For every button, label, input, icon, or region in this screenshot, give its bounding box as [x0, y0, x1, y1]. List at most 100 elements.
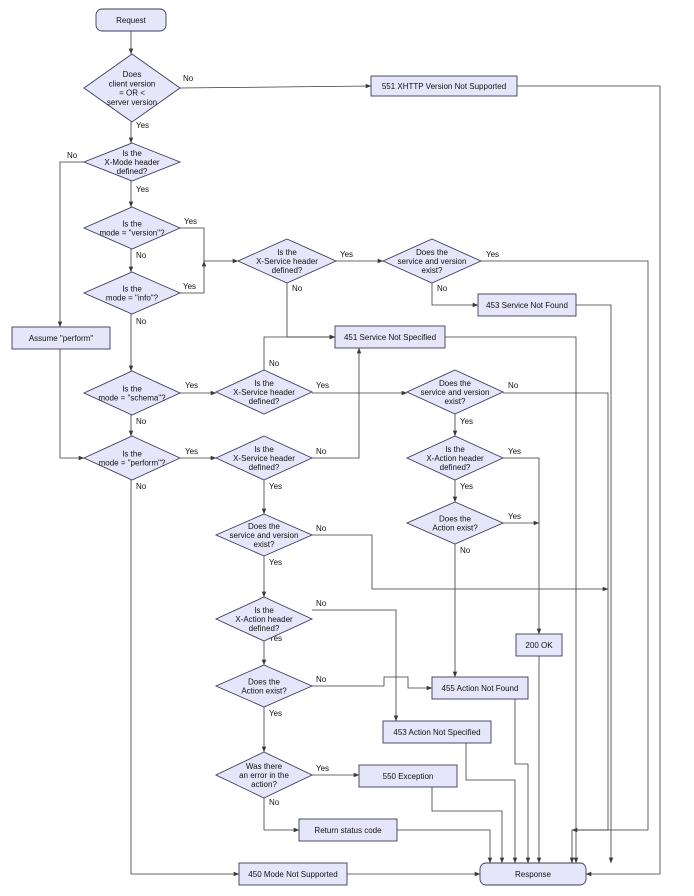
node-label-line: exist?	[445, 397, 466, 406]
edge-label: Yes	[316, 381, 329, 390]
decision-shape	[82, 435, 182, 481]
terminal-shape	[95, 8, 167, 32]
edge-550-to-response	[431, 787, 505, 864]
edge-label: Yes	[269, 558, 282, 567]
edge-label: Yes	[486, 250, 499, 259]
edge-mode_version-to-xsvc1: Yes	[180, 217, 239, 264]
node-label-line: 551 XHTTP Version Not Supported	[382, 82, 506, 91]
edge-label: No	[136, 317, 147, 326]
node-label-line: 455 Action Not Found	[442, 684, 519, 693]
decision-shape	[82, 206, 182, 250]
edge-label: Yes	[508, 512, 521, 521]
edge-xsvc1-to-451: No	[286, 283, 336, 340]
edge-label: Yes	[316, 764, 329, 773]
process-shape	[358, 764, 458, 788]
node-label-line: mode = "info"?	[106, 294, 159, 303]
decision-shape	[214, 435, 314, 481]
edge-label: Yes	[460, 482, 473, 491]
decision-shape	[236, 238, 338, 284]
node-label-line: action?	[251, 780, 277, 789]
process-assume: Assume "perform"	[11, 326, 111, 350]
node-label-line: 550 Exception	[383, 772, 434, 781]
node-label-line: an error in the	[239, 771, 289, 780]
process-453act: 453 Action Not Specified	[382, 720, 492, 744]
node-label-line: = OR <	[119, 89, 145, 98]
edge-label: Yes	[183, 282, 196, 291]
edge-return-to-response	[397, 829, 493, 864]
edge-xaction1-to-200: Yes	[503, 447, 542, 635]
node-label-line: Is the	[122, 284, 142, 293]
node-label-line: mode = "perform"?	[99, 459, 166, 468]
edge-xsvc2-to-svc_exist2: Yes	[312, 381, 408, 396]
decision-shape	[214, 369, 314, 415]
edge-svc_exist3-to-xaction2: Yes	[261, 556, 282, 598]
node-label-line: mode = "version"?	[99, 229, 165, 238]
edge-action_exist2-to-455: No	[312, 675, 433, 691]
edge-label: No	[316, 675, 327, 684]
process-shape	[431, 676, 529, 700]
terminal-request: Request	[95, 8, 167, 32]
edge-label: No	[316, 599, 327, 608]
edge-xmode-to-mode_version: Yes	[128, 181, 149, 208]
edge-mode_schema-to-mode_perform: No	[128, 415, 147, 437]
edge-455-to-response	[514, 699, 531, 864]
terminal-shape	[479, 862, 587, 886]
node-label-line: Does	[123, 70, 142, 79]
edge-label: No	[67, 151, 78, 160]
node-label-line: exist?	[422, 266, 443, 275]
node-label-line: Is the	[122, 149, 142, 158]
node-label-line: Request	[116, 16, 147, 25]
node-label-line: Return status code	[314, 826, 382, 835]
edge-label: No	[460, 546, 471, 555]
node-label-line: service and version	[421, 388, 490, 397]
node-label-line: Action exist?	[241, 687, 287, 696]
edge-svc_exist3-to-response: No	[312, 524, 609, 592]
node-label-line: Assume "perform"	[29, 334, 94, 343]
process-shape	[477, 293, 577, 317]
edge-xaction2-to-453act: No	[312, 599, 399, 722]
process-shape	[298, 818, 398, 842]
node-label-line: Does the	[248, 522, 281, 531]
edge-mode_version-to-mode_info: No	[128, 249, 147, 273]
edge-label: No	[183, 74, 194, 83]
node-label-line: Action exist?	[432, 524, 478, 533]
edge-svc_exist2-to-response: No	[503, 381, 609, 833]
node-label-line: server version	[107, 98, 157, 107]
edge-xsvc2-to-451: No	[263, 334, 336, 370]
edge-label: Yes	[269, 482, 282, 491]
decision-shape	[381, 238, 483, 284]
edge-label: Yes	[185, 447, 198, 456]
node-label-line: defined?	[117, 167, 148, 176]
edge-action_exist1-to-200: Yes	[503, 512, 540, 526]
decision-shape	[82, 370, 182, 416]
edge-xaction2-to-action_exist2: Yes	[261, 634, 282, 666]
decision-shape	[83, 53, 181, 123]
edge-svc_exist1-to-response: Yes	[481, 250, 649, 864]
edge-version-to-xmode: Yes	[128, 121, 149, 144]
node-label-line: Is the	[254, 379, 274, 388]
node-label-line: defined?	[249, 463, 280, 472]
edge-mode_info-to-xsvc1: Yes	[180, 260, 207, 294]
edge-version-to-551: No	[179, 74, 372, 89]
node-label-line: Does the	[416, 248, 449, 257]
edges-layer: NoYesNoYesYesNoYesNoYesNoYesNoYesNoYesNo…	[57, 31, 661, 877]
node-label-line: Is the	[445, 445, 465, 454]
edge-453act-to-response	[465, 743, 518, 864]
node-label-line: Does the	[439, 514, 472, 523]
edge-error-to-550: Yes	[312, 764, 360, 778]
process-return: Return status code	[298, 818, 398, 842]
node-label-line: X-Service header	[233, 388, 295, 397]
node-label-line: Does the	[439, 379, 472, 388]
terminal-response: Response	[479, 862, 587, 886]
node-label-line: Does the	[248, 677, 281, 686]
